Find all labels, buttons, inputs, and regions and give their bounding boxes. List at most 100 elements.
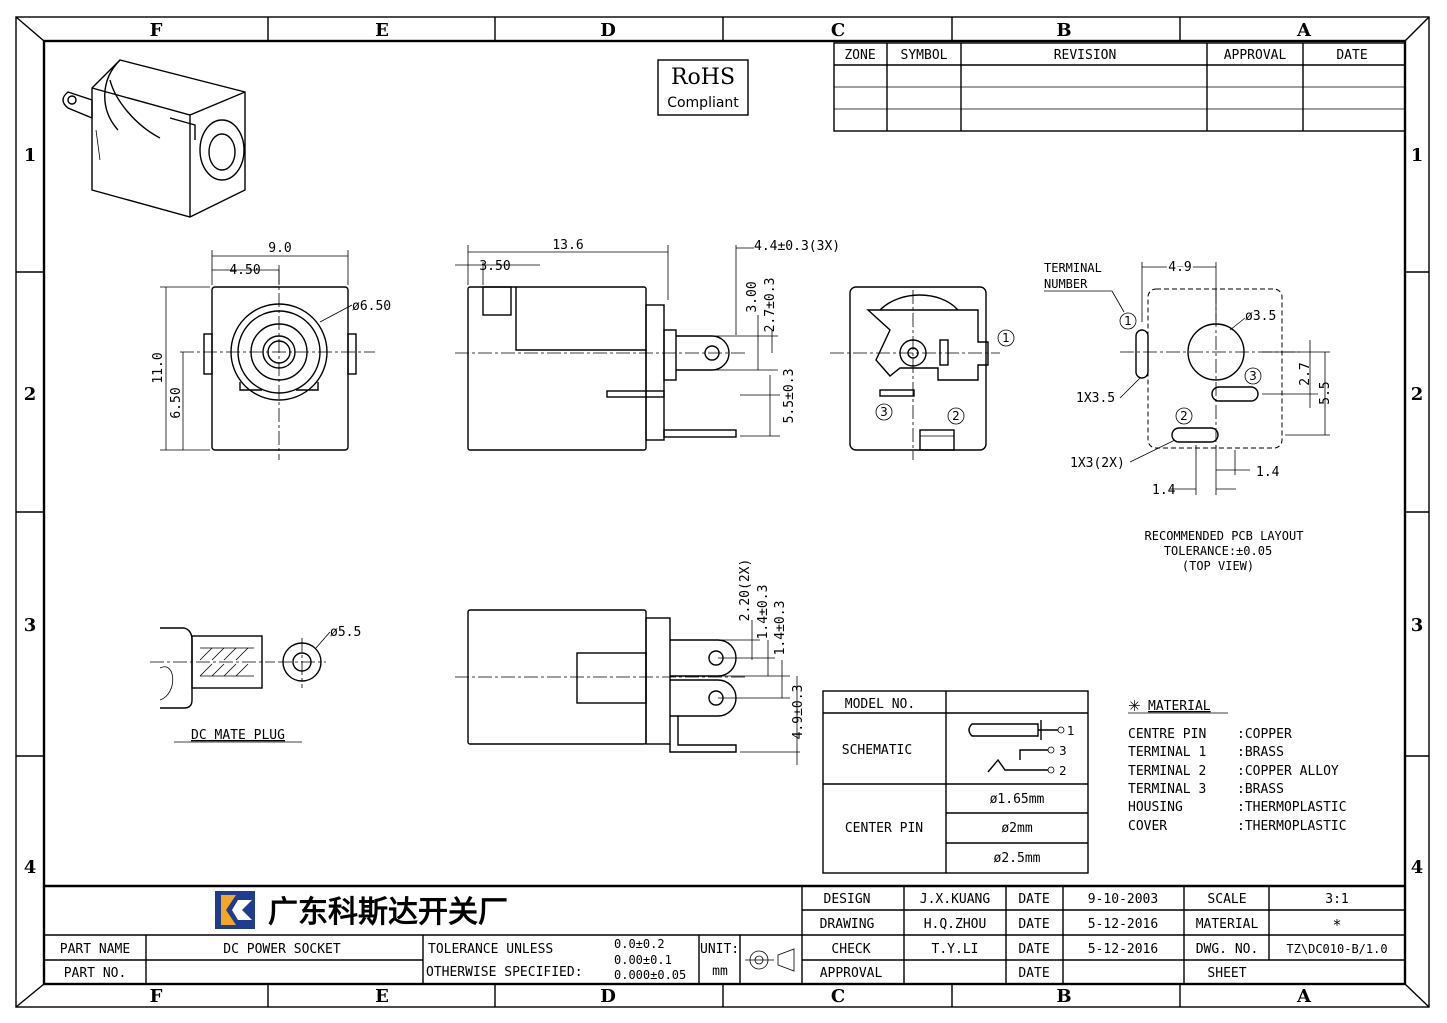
scale-label: SCALE — [1207, 892, 1246, 907]
company-name: 广东科斯达开关厂 — [268, 895, 508, 930]
revision-table: ZONE SYMBOL REVISION APPROVAL DATE — [833, 42, 1406, 132]
dim-side-depth: 3.50 — [479, 259, 510, 274]
front-view: 9.0 4.50 ø6.50 11.0 6.50 — [151, 241, 391, 460]
dwg-no-label: DWG. NO. — [1196, 942, 1259, 957]
approval-label: APPROVAL — [820, 966, 883, 981]
col-label-f: F — [150, 20, 163, 41]
rev-header-zone: ZONE — [844, 48, 875, 63]
asterisk-icon: ✳ — [1128, 697, 1141, 715]
pcb-caption-3: (TOP VIEW) — [1182, 559, 1254, 573]
material-part-6: COVER — [1128, 819, 1167, 834]
model-table: MODEL NO. SCHEMATIC CENTER PIN ø1.65mm ø… — [822, 690, 1089, 874]
material-part-1: CENTRE PIN — [1128, 727, 1206, 742]
date-label-check: DATE — [1018, 942, 1049, 957]
dim-pcb-slot-2: 1X3(2X) — [1070, 456, 1125, 471]
scale-value: 3:1 — [1325, 892, 1348, 907]
side-view: 13.6 3.50 4.4±0.3(3X) 3.00 2.7±0.3 5.5±0… — [455, 238, 840, 451]
dim-side-27: 2.7±0.3 — [763, 278, 778, 333]
col-label-a-bottom: A — [1296, 986, 1312, 1007]
rear-view: 1 3 2 — [830, 286, 1015, 460]
date-label-approval: DATE — [1018, 966, 1049, 981]
rear-terminal-1: 1 — [1002, 331, 1010, 345]
part-name-label: PART NAME — [60, 942, 130, 957]
rohs-mark: RoHS Compliant — [657, 59, 749, 116]
design-label: DESIGN — [824, 892, 871, 907]
pcb-terminal-2: 2 — [1180, 409, 1188, 423]
sheet-label: SHEET — [1207, 966, 1246, 981]
pcb-layout: TERMINAL NUMBER 1 4.9 ø3.5 3 1X3.5 2 1X3… — [1044, 258, 1333, 573]
tolerance-b: 0.00±0.1 — [614, 953, 672, 967]
rear-terminal-3: 3 — [880, 405, 888, 419]
dim-bottom-49: 4.9±0.3 — [791, 685, 806, 740]
col-label-d: D — [600, 20, 616, 41]
drawing-value: H.Q.ZHOU — [924, 917, 987, 932]
design-value: J.X.KUANG — [920, 892, 991, 907]
plug-label: DC MATE PLUG — [191, 728, 285, 743]
tolerance-line-1: TOLERANCE UNLESS — [428, 942, 553, 957]
bottom-view: 2.20(2X) 1.4±0.3 1.4±0.3 4.9±0.3 — [455, 559, 806, 765]
tolerance-c: 0.000±0.05 — [614, 968, 686, 982]
dc-mate-plug: ø5.5 DC MATE PLUG — [150, 625, 361, 743]
dim-pcb-55: 5.5 — [1318, 381, 1333, 404]
center-pin-label: CENTER PIN — [845, 821, 923, 836]
material-value-3: :COPPER ALLOY — [1237, 764, 1339, 779]
material-part-5: HOUSING — [1128, 800, 1183, 815]
dim-pcb-slot-1: 1X3.5 — [1076, 391, 1115, 406]
material-value-1: :COPPER — [1237, 727, 1292, 742]
dim-front-half-width: 4.50 — [229, 263, 260, 278]
material-part-3: TERMINAL 2 — [1128, 764, 1206, 779]
schematic-terminal-2: 2 — [1059, 764, 1067, 778]
dim-side-55: 5.5±0.3 — [782, 369, 797, 424]
unit-label: UNIT: — [700, 942, 739, 957]
title-block: 广东科斯达开关厂 PART NAME DC POWER SOCKET PART … — [44, 884, 1405, 984]
dim-side-length: 13.6 — [552, 238, 583, 253]
material-part-4: TERMINAL 3 — [1128, 782, 1206, 797]
rev-header-date: DATE — [1336, 48, 1367, 63]
dim-pcb-14b: 1.4 — [1256, 465, 1280, 480]
col-label-e: E — [375, 20, 389, 41]
date-label-design: DATE — [1018, 892, 1049, 907]
date-check: 5-12-2016 — [1088, 942, 1158, 957]
projection-symbol-icon — [745, 948, 795, 972]
pcb-terminal-label-2: NUMBER — [1044, 277, 1088, 291]
dim-bottom-14b: 1.4±0.3 — [773, 601, 788, 656]
col-label-f-bottom: F — [150, 986, 163, 1007]
row-label-1-right: 1 — [1411, 145, 1424, 166]
row-label-4-right: 4 — [1411, 857, 1424, 878]
row-label-2: 2 — [24, 384, 37, 405]
part-no-label: PART NO. — [64, 966, 127, 981]
unit-value: mm — [712, 964, 728, 979]
row-label-3-right: 3 — [1411, 615, 1424, 636]
col-label-a: A — [1296, 20, 1312, 41]
dim-terminal-width: 4.4±0.3(3X) — [754, 239, 840, 254]
tolerance-line-2: OTHERWISE SPECIFIED: — [426, 965, 583, 980]
pcb-caption-1: RECOMMENDED PCB LAYOUT — [1145, 529, 1304, 543]
material-value-6: :THERMOPLASTIC — [1237, 819, 1347, 834]
col-label-b: B — [1056, 20, 1071, 41]
dim-pcb-14a: 1.4 — [1152, 483, 1176, 498]
isometric-view — [62, 59, 246, 218]
dim-front-center-height: 6.50 — [169, 387, 184, 418]
col-label-c: C — [831, 20, 845, 41]
dim-front-height: 11.0 — [151, 352, 166, 383]
material-label: MATERIAL — [1196, 917, 1259, 932]
rev-header-revision: REVISION — [1054, 48, 1117, 63]
row-label-1: 1 — [24, 145, 37, 166]
date-drawing: 5-12-2016 — [1088, 917, 1158, 932]
check-label: CHECK — [831, 942, 870, 957]
tolerance-a: 0.0±0.2 — [614, 937, 665, 951]
pcb-caption-2: TOLERANCE:±0.05 — [1164, 544, 1272, 558]
pcb-terminal-label-1: TERMINAL — [1044, 261, 1102, 275]
material-value: * — [1333, 916, 1341, 934]
check-value: T.Y.LI — [932, 942, 979, 957]
pin-size-165: ø1.65mm — [990, 792, 1045, 807]
dim-side-3: 3.00 — [745, 281, 760, 312]
drawing-label: DRAWING — [820, 917, 875, 932]
date-design: 9-10-2003 — [1088, 892, 1158, 907]
material-part-2: TERMINAL 1 — [1128, 745, 1206, 760]
pin-size-2: ø2mm — [1001, 821, 1032, 836]
col-label-b-bottom: B — [1056, 986, 1071, 1007]
drawing-border — [15, 16, 1430, 1008]
row-label-4: 4 — [24, 857, 37, 878]
